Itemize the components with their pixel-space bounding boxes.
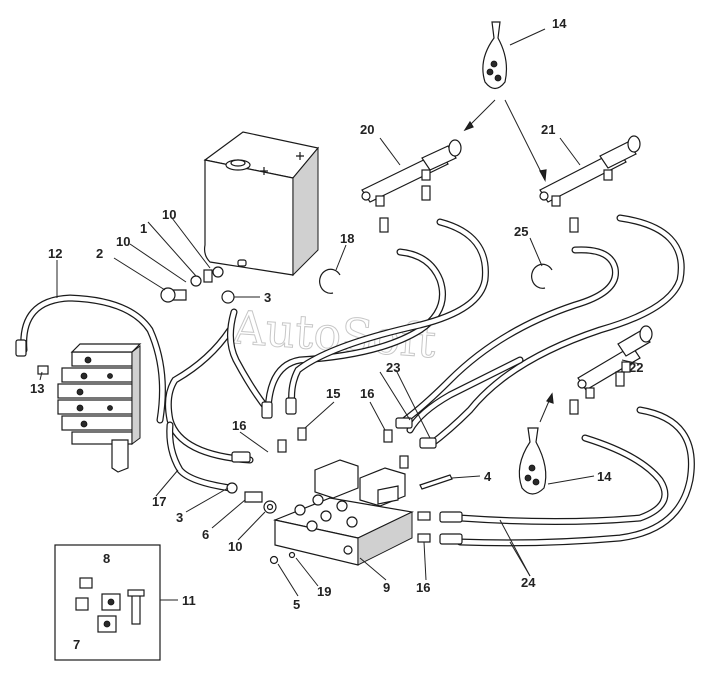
callout-16-lower: 16: [416, 580, 430, 595]
cylinder-21: [539, 135, 641, 207]
distributor-valve-block: [272, 459, 414, 566]
callout-17: 17: [152, 494, 166, 509]
callout-9: 9: [383, 580, 390, 595]
callout-8: 8: [103, 551, 110, 566]
callout-23: 23: [386, 360, 400, 375]
callout-6: 6: [202, 527, 209, 542]
inset-parts: [75, 577, 145, 633]
callout-24: 24: [521, 575, 536, 590]
callout-19: 19: [317, 584, 331, 599]
callout-16-left: 16: [232, 418, 246, 433]
callout-5: 5: [293, 597, 300, 612]
callout-10-middle: 10: [116, 234, 130, 249]
hydraulic-hoses: [20, 214, 695, 547]
parts-bag-bottom: [518, 427, 547, 495]
leader-lines: [39, 28, 641, 601]
callout-14-top: 14: [552, 16, 567, 31]
callout-15: 15: [326, 386, 340, 401]
cylinder-20: [361, 139, 462, 207]
callout-25: 25: [514, 224, 528, 239]
cylinder-22: [577, 325, 653, 399]
hydraulic-tank: [203, 131, 320, 277]
callout-10-lower: 10: [228, 539, 242, 554]
callout-21: 21: [541, 122, 555, 137]
callout-3-lower: 3: [176, 510, 183, 525]
parts-bag-top: [482, 21, 508, 90]
callout-22: 22: [629, 360, 643, 375]
callout-13: 13: [30, 381, 44, 396]
callout-4: 4: [484, 469, 492, 484]
callout-2: 2: [96, 246, 103, 261]
snap-ring-25: [531, 263, 553, 289]
snap-ring-18: [319, 268, 341, 294]
callout-numbers: 14 20 21 18 25 10 1 10 2 12 3 13 15 16 2…: [30, 16, 643, 652]
callout-16-upper-right: 16: [360, 386, 374, 401]
callout-3-upper: 3: [264, 290, 271, 305]
callout-18: 18: [340, 231, 354, 246]
callout-14-bottom: 14: [597, 469, 612, 484]
callout-10-upper: 10: [162, 207, 176, 222]
callout-11: 11: [182, 593, 196, 608]
callout-1: 1: [140, 221, 147, 236]
callout-20: 20: [360, 122, 374, 137]
control-valve-stack: [57, 343, 142, 473]
callout-7: 7: [73, 637, 80, 652]
callout-12: 12: [48, 246, 62, 261]
inset-frame-11: [54, 544, 161, 661]
